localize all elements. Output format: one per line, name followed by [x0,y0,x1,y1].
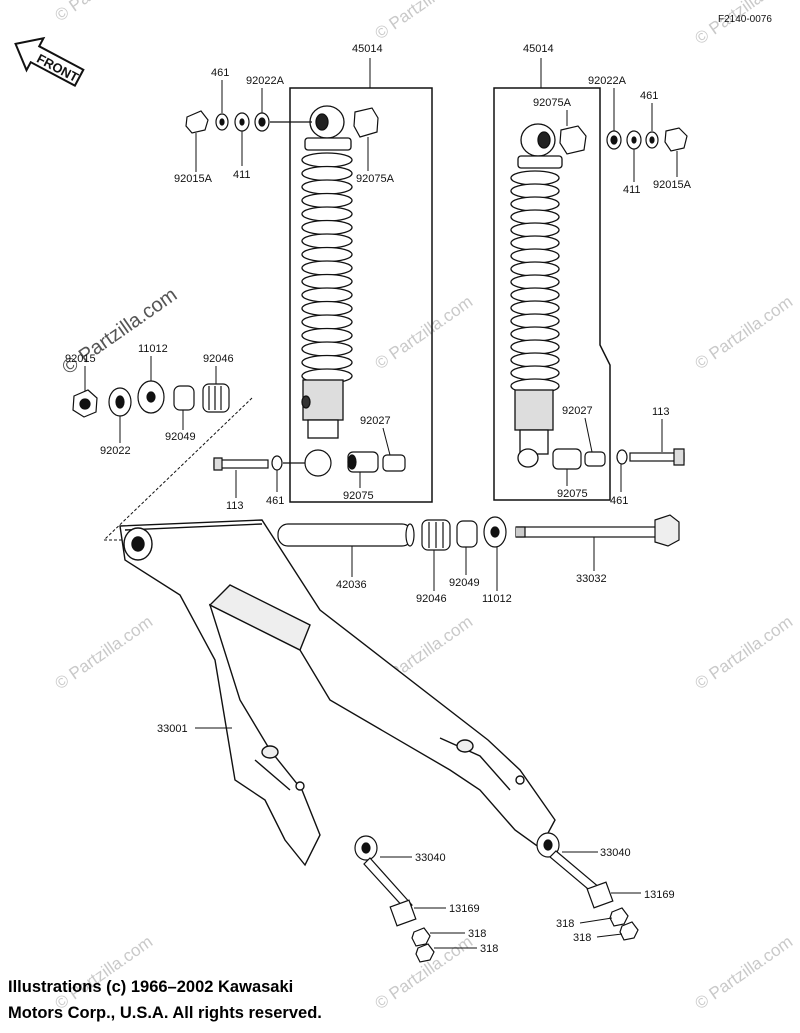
spring-coil [510,300,560,316]
part-label-318: 318 [468,928,486,940]
spring-coil [301,354,353,371]
part-label-45014-right: 45014 [523,43,554,55]
lower-shock-hardware-left [213,449,406,477]
part-label-461: 461 [610,495,628,507]
pivot-row-hardware [277,514,680,551]
spring-coil [301,287,353,303]
watermark: © Partzilla.com [51,612,156,693]
part-label-461: 461 [266,495,284,507]
spring-coil [510,261,560,277]
part-label-13169: 13169 [644,889,675,901]
spring-coil [301,314,353,330]
spring-coil [510,287,560,303]
shock-right-box [493,87,611,501]
copyright-line-2: Motors Corp., U.S.A. All rights reserved… [8,1004,322,1022]
chain-adjuster-left [354,835,435,963]
shock-absorber-left [301,105,353,439]
spring-coil [510,352,560,368]
part-label-92027: 92027 [562,405,593,417]
part-label-33001: 33001 [157,723,188,735]
pivot-hardware-left [72,380,230,418]
part-label-92046: 92046 [416,593,447,605]
copyright-notice: Illustrations (c) 1966–2002 Kawasaki Mot… [8,974,322,1026]
part-label-11012: 11012 [482,593,512,605]
part-label-33040: 33040 [415,852,446,864]
watermark: © Partzilla.com [371,292,476,373]
watermark: © Partzilla.com [691,932,796,1013]
part-label-92049: 92049 [449,577,480,589]
spring-coil [510,248,560,264]
part-label-33032: 33032 [576,573,607,585]
spring-coil [510,196,560,212]
part-label-92022A: 92022A [588,75,627,87]
part-label-92075: 92075 [557,488,588,500]
part-label-461: 461 [211,67,229,79]
part-label-92075A: 92075A [356,173,395,185]
spring-coil [301,341,353,357]
watermark: © Partzilla.com [51,0,156,25]
part-label-92022: 92022 [100,445,131,457]
shock-left-box [289,87,433,503]
spring-coil [510,183,560,199]
part-label-92015A: 92015A [174,173,213,185]
part-label-411: 411 [623,184,641,196]
part-label-92046: 92046 [203,353,234,365]
spring-coil [301,192,353,209]
part-label-92022A: 92022A [246,75,285,87]
part-label-318: 318 [573,932,591,944]
part-label-318: 318 [480,943,498,955]
part-label-318: 318 [556,918,574,930]
part-label-411: 411 [233,169,251,181]
part-label-113: 113 [226,500,244,512]
spring-coil [510,326,560,342]
watermark: © Partzilla.com [691,292,796,373]
part-label-461: 461 [640,90,658,102]
part-label-113: 113 [652,406,670,418]
part-label-92027: 92027 [360,415,391,427]
hardware-top-left [185,107,379,138]
part-label-13169: 13169 [449,903,480,915]
part-label-92075: 92075 [343,490,374,502]
part-label-42036: 42036 [336,579,367,591]
swing-arm [119,519,556,867]
watermark: © Partzilla.com [691,612,796,693]
copyright-line-1: Illustrations (c) 1966–2002 Kawasaki [8,978,294,996]
spring-coil [510,274,560,290]
hardware-top-right [559,125,688,155]
spring-coil [510,209,560,225]
spring-coil [510,313,560,329]
spring-coil [301,327,353,344]
spring-coil [301,152,353,168]
lower-shock-hardware-right [552,448,685,470]
watermark: © Partzilla.com [371,0,476,43]
spring-coil [510,339,560,355]
spring-coil [510,170,560,186]
chain-adjuster-right [536,832,639,941]
spring-coil [301,233,353,249]
part-label-92075A: 92075A [533,97,572,109]
part-label-33040: 33040 [600,847,631,859]
spring-coil [510,222,560,238]
part-label-92049: 92049 [165,431,196,443]
spring-coil [510,365,560,381]
spring-coil [301,219,353,236]
spring-coil [510,235,560,251]
part-label-92015: 92015 [65,353,96,365]
spring-coil [301,206,353,222]
spring-coil [301,246,353,263]
part-label-92015A: 92015A [653,179,692,191]
part-label-11012: 11012 [138,343,168,355]
diagram-code: F2140-0076 [718,14,772,25]
spring-coil [301,273,353,290]
spring-coil [301,300,353,317]
spring-coil [301,260,353,276]
spring-coil [301,165,353,182]
part-label-45014-left: 45014 [352,43,383,55]
shock-absorber-right [510,123,563,468]
front-arrow-icon: FRONT [14,36,85,87]
spring-coil [301,179,353,195]
